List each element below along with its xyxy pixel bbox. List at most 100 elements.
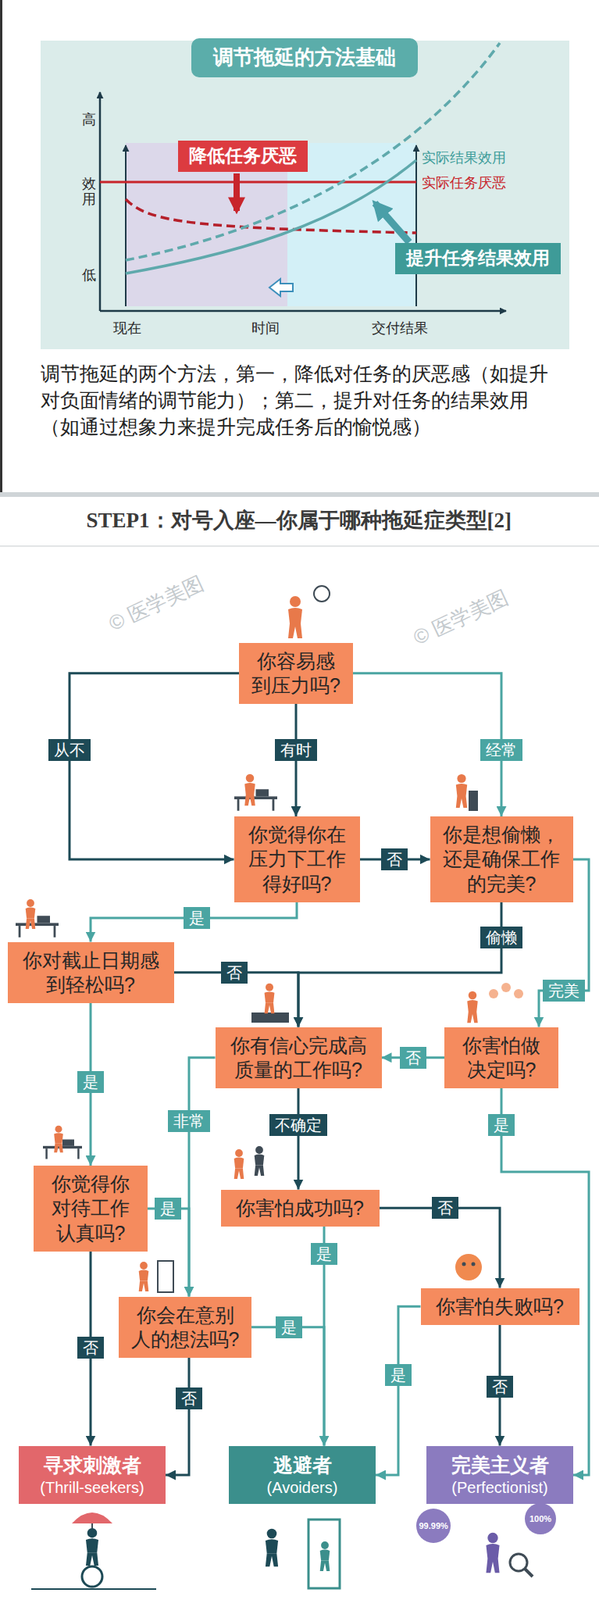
chart-panel (40, 40, 570, 350)
curve-label: 实际任务厌恶 (421, 174, 507, 193)
watermark: © 医学美图 (105, 570, 208, 635)
person-icon (234, 1148, 245, 1179)
flow-connector (69, 673, 239, 860)
x-axis (99, 310, 507, 313)
magnifier-icon (509, 1553, 528, 1571)
podium-icon (251, 1012, 289, 1023)
edge-label: 是 (275, 1315, 303, 1338)
node-text: 你害怕成功吗? (231, 1195, 369, 1220)
door-icon (157, 1260, 174, 1292)
flow-connector (165, 1357, 189, 1475)
page-border (0, 0, 3, 493)
flow-connector (90, 902, 297, 942)
chair-icon (468, 790, 478, 811)
divider (0, 545, 599, 547)
person-icon (265, 1528, 279, 1567)
result-box: 完美主义者(Perfectionist) (426, 1445, 574, 1505)
edge-label: 经常 (480, 738, 523, 761)
axis-label: 效用 (82, 176, 97, 208)
person-icon (85, 1527, 99, 1566)
unicycle-icon (82, 1565, 103, 1587)
curve-label: 实际结果效用 (421, 149, 507, 168)
badge-text: 100% (529, 1513, 552, 1524)
down-arrow (233, 173, 240, 211)
edge-label: 否 (399, 1046, 427, 1069)
magnifier-icon (524, 1568, 533, 1576)
person-icon (320, 1540, 331, 1571)
edge-label: 从不 (48, 738, 91, 761)
question-box: 你对截止日期感到轻松吗? (7, 941, 175, 1004)
question-box: 你害怕成功吗? (221, 1189, 380, 1227)
question-box: 你觉得你在压力下工作得好吗? (234, 816, 361, 903)
node-text: 提升任务结果效用 (406, 246, 550, 271)
node-text: 你觉得你在压力下工作得好吗? (245, 822, 350, 896)
edge-label: 是 (488, 1113, 515, 1136)
node-text: 降低任务厌恶 (188, 144, 297, 168)
divider (0, 492, 599, 497)
edge-label: 否 (381, 848, 408, 870)
node-text: 寻求刺激者 (29, 1451, 155, 1478)
question-box: 你觉得你对待工作认真吗? (33, 1165, 148, 1252)
desk-icon (234, 788, 278, 811)
node-text: 你对截止日期感到轻松吗? (18, 948, 164, 998)
node-text: 你是想偷懒，还是确保工作的完美? (441, 822, 563, 896)
time-marker (415, 145, 418, 307)
axis-label: 现在 (113, 320, 142, 338)
aversion-line (99, 181, 417, 184)
y-axis (99, 92, 102, 311)
person-icon (25, 898, 36, 929)
edge-label: 非常 (167, 1109, 211, 1132)
edge-label: 偷懒 (480, 926, 523, 949)
question-box: 你是想偷懒，还是确保工作的完美? (430, 816, 574, 903)
person-icon (485, 1532, 500, 1573)
badge (524, 1502, 557, 1534)
ball-icon (455, 1253, 482, 1281)
node-text: 你容易感到压力吗? (249, 648, 343, 699)
node-text: 你害怕失败吗? (431, 1294, 569, 1319)
title-box: 调节拖延的方法基础 (191, 38, 418, 78)
ball-eye (462, 1262, 467, 1266)
person-icon (456, 773, 468, 808)
person-icon (139, 1261, 150, 1291)
edge-label: 是 (310, 1242, 338, 1265)
bubble-icon (501, 982, 511, 992)
bubble-icon (513, 988, 524, 999)
node-text: 你有信心完成高质量的工作吗? (226, 1033, 371, 1083)
axis-label: 时间 (251, 320, 280, 338)
chart-title: 调节拖延的方法基础 (213, 45, 396, 69)
flow-connector (352, 673, 502, 817)
node-subtext: (Perfectionist) (437, 1476, 563, 1498)
person-icon (53, 1125, 64, 1153)
axis-label: 交付结果 (371, 320, 428, 338)
axis-label: 高 (82, 111, 97, 129)
person-icon (254, 1145, 265, 1176)
flow-connector (251, 1326, 325, 1446)
time-marker (124, 145, 127, 307)
question-box: 你害怕失败吗? (420, 1287, 580, 1325)
badge (416, 1508, 451, 1543)
watermark: © 医学美图 (410, 584, 513, 649)
umbrella-icon (71, 1511, 113, 1523)
person-icon (288, 595, 303, 639)
flow-connector (297, 1087, 300, 1190)
edge-label: 否 (77, 1336, 104, 1359)
edge-label: 否 (486, 1375, 514, 1398)
flow-connector (501, 1087, 589, 1475)
question-box: 你有信心完成高质量的工作吗? (215, 1026, 382, 1089)
badge-text: 99.99% (419, 1520, 449, 1531)
thought-bubble (313, 585, 330, 602)
question-box: 你害怕做决定吗? (444, 1026, 559, 1089)
result-box: 逃避者(Avoiders) (228, 1445, 376, 1505)
desk-icon (15, 915, 59, 938)
left-arrow (269, 278, 293, 296)
flow-connector (147, 1208, 189, 1297)
caption: 调节拖延的两个方法，第一，降低对任务的厌恶感（如提升对负面情绪的调节能力）；第二… (40, 360, 557, 440)
flow-connector (188, 1057, 216, 1297)
node-subtext: (Avoiders) (239, 1476, 365, 1498)
callout-box: 提升任务结果效用 (395, 242, 561, 275)
node-text: 完美主义者 (437, 1451, 563, 1478)
flow-connector (298, 902, 502, 1027)
flow-connector (375, 1305, 421, 1475)
